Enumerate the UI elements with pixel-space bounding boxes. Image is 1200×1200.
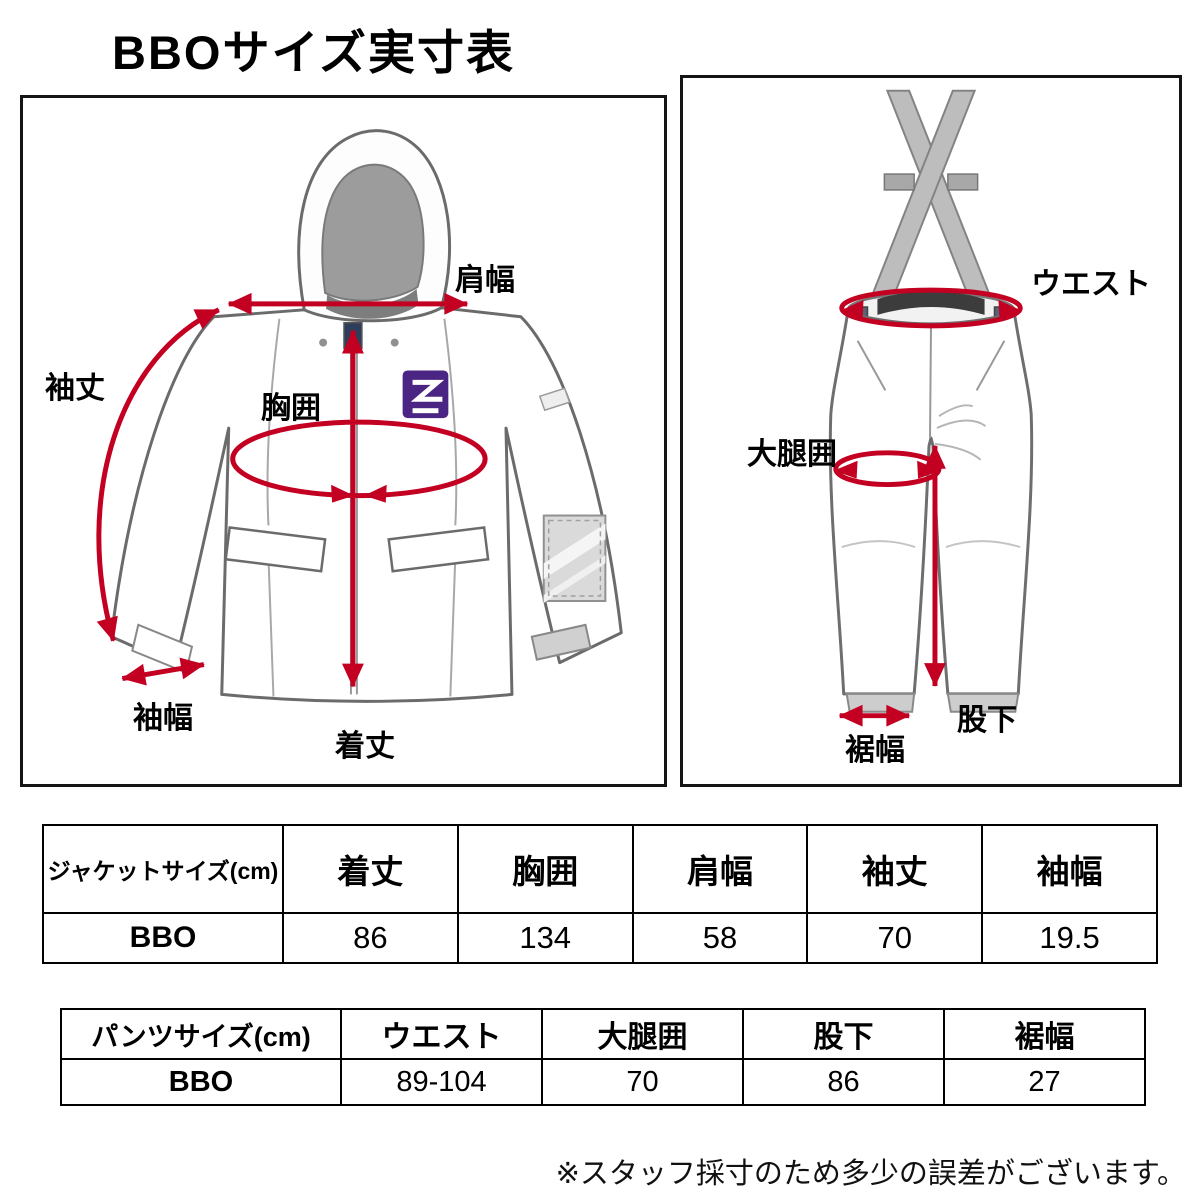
table-header-row: パンツサイズ(cm) ウエスト 大腿囲 股下 裾幅 — [60, 1008, 1146, 1060]
pants-illustration — [828, 89, 1034, 727]
table-header-cell: 肩幅 — [631, 824, 809, 914]
table-header-cell: 着丈 — [282, 824, 459, 914]
table-header-cell: 裾幅 — [943, 1008, 1146, 1060]
table-cell: BBO — [42, 912, 284, 964]
table-header-row: ジャケットサイズ(cm) 着丈 胸囲 肩幅 袖丈 袖幅 — [42, 824, 1158, 914]
table-header-cell: 袖幅 — [981, 824, 1158, 914]
table-header-cell: ジャケットサイズ(cm) — [42, 824, 284, 914]
pants-diagram-box: ウエスト 大腿囲 股下 裾幅 — [680, 75, 1182, 787]
brand-logo-patch — [402, 370, 449, 419]
table-cell: 19.5 — [981, 912, 1158, 964]
jacket-diagram-box: 肩幅 袖丈 胸囲 着丈 袖幅 — [20, 95, 667, 787]
pants-body-shape — [828, 311, 1034, 713]
table-cell: BBO — [60, 1058, 342, 1106]
table-row: BBO 89-104 70 86 27 — [60, 1058, 1146, 1106]
label-sleeve-width: 袖幅 — [133, 702, 193, 735]
label-sleeve-length: 袖丈 — [45, 372, 105, 405]
jacket-hood — [297, 129, 451, 323]
table-cell: 86 — [742, 1058, 945, 1106]
pants-size-table: パンツサイズ(cm) ウエスト 大腿囲 股下 裾幅 BBO 89-104 70 … — [60, 1008, 1146, 1106]
table-header-cell: 胸囲 — [456, 824, 634, 914]
waist-girth-arrow — [839, 287, 1023, 329]
table-row: BBO 86 134 58 70 19.5 — [42, 912, 1158, 964]
table-cell: 134 — [456, 912, 634, 964]
table-header-cell: 股下 — [742, 1008, 945, 1060]
label-thigh: 大腿囲 — [747, 438, 837, 471]
table-cell: 27 — [943, 1058, 1146, 1106]
label-body-length: 着丈 — [335, 730, 395, 763]
table-header-cell: ウエスト — [340, 1008, 543, 1060]
label-shoulder-width: 肩幅 — [455, 264, 515, 297]
sleeve-length-arrow — [96, 307, 220, 642]
table-cell: 70 — [806, 912, 984, 964]
table-cell: 89-104 — [340, 1058, 543, 1106]
side-tag — [538, 387, 571, 412]
jacket-illustration — [96, 129, 623, 703]
jacket-size-table: ジャケットサイズ(cm) 着丈 胸囲 肩幅 袖丈 袖幅 BBO 86 134 5… — [42, 824, 1158, 964]
sleeve-width-arrow — [121, 657, 205, 686]
label-inseam: 股下 — [957, 704, 1017, 737]
label-hem-width: 裾幅 — [845, 734, 905, 767]
table-header-cell: 袖丈 — [806, 824, 984, 914]
table-header-cell: 大腿囲 — [541, 1008, 744, 1060]
suspender-straps — [870, 89, 992, 299]
label-chest: 胸囲 — [261, 392, 321, 425]
measurement-disclaimer-note: ※スタッフ採寸のため多少の誤差がございます。 — [555, 1158, 1186, 1190]
table-cell: 58 — [631, 912, 809, 964]
table-header-cell: パンツサイズ(cm) — [60, 1008, 342, 1060]
label-waist: ウエスト — [1031, 268, 1151, 301]
jacket-pockets — [224, 526, 490, 573]
page-title: BBOサイズ実寸表 — [112, 26, 516, 79]
reflective-patch — [542, 514, 607, 603]
table-cell: 86 — [282, 912, 459, 964]
table-cell: 70 — [541, 1058, 744, 1106]
